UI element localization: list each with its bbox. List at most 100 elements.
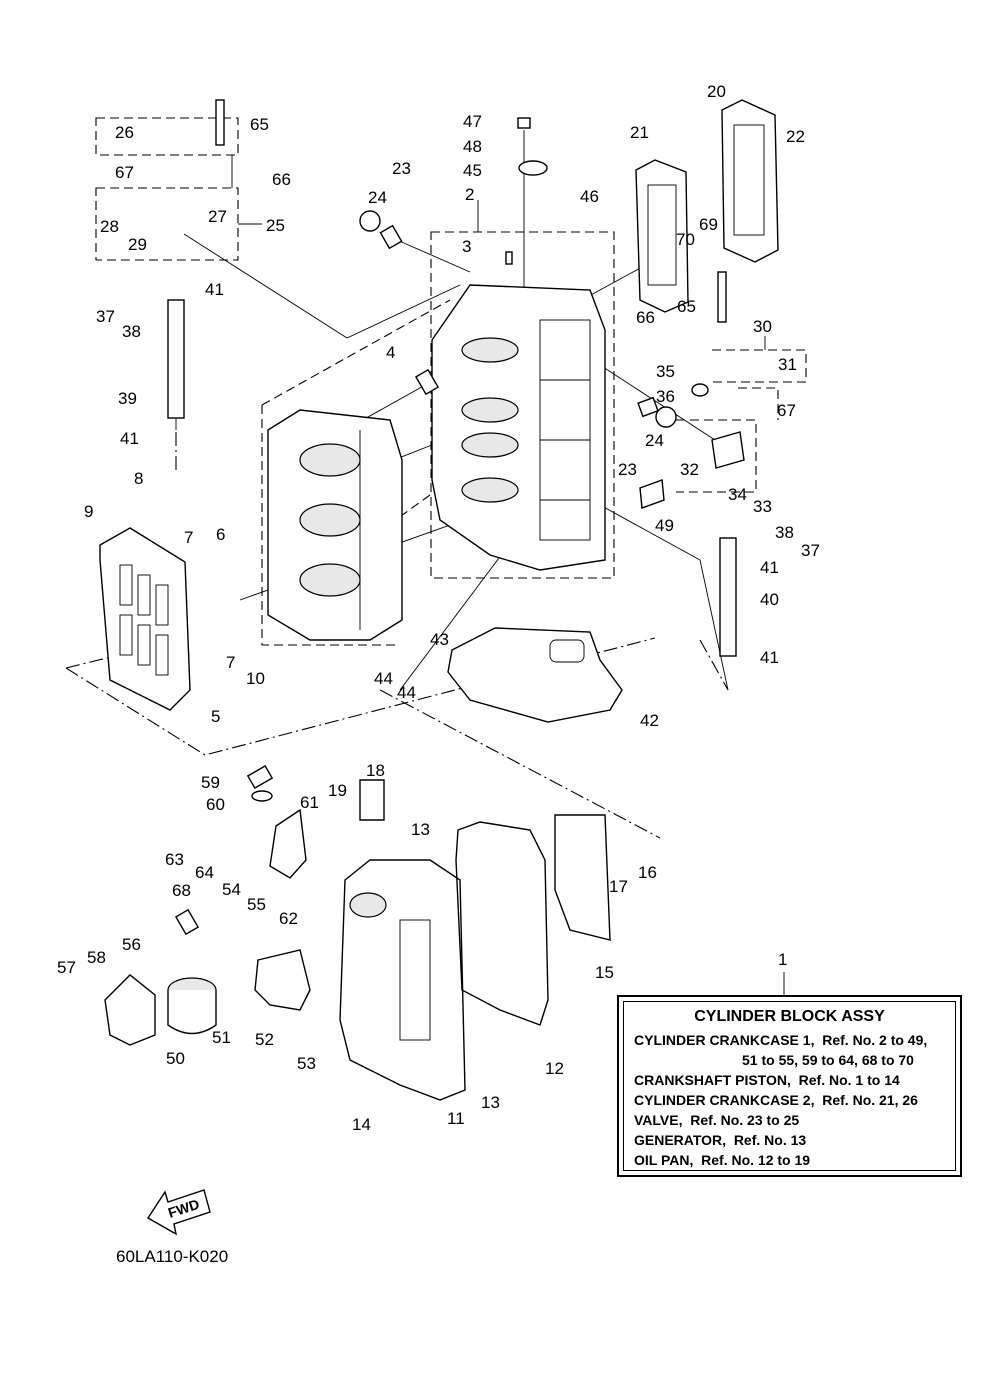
callout-39: 39 <box>118 389 137 408</box>
callout-42: 42 <box>640 711 659 730</box>
callout-2: 2 <box>465 185 474 204</box>
callout-16: 16 <box>638 863 657 882</box>
callout-36: 36 <box>656 387 675 406</box>
drawing-code: 60LA110-K020 <box>116 1247 229 1266</box>
callout-27: 27 <box>208 207 227 226</box>
callout-41-c: 41 <box>760 558 779 577</box>
callout-35: 35 <box>656 362 675 381</box>
callout-32: 32 <box>680 460 699 479</box>
callout-57: 57 <box>57 958 76 977</box>
callout-38-a: 38 <box>122 322 141 341</box>
callout-59: 59 <box>201 773 220 792</box>
callout-45: 45 <box>463 161 482 180</box>
hardware <box>174 99 745 936</box>
legend-line: OIL PAN, Ref. No. 12 to 19 <box>634 1152 811 1168</box>
callout-56: 56 <box>122 935 141 954</box>
callout-11: 11 <box>447 1109 465 1128</box>
callout-7-a: 7 <box>184 528 193 547</box>
callout-26: 26 <box>115 123 134 142</box>
callout-6: 6 <box>216 525 225 544</box>
callout-51: 51 <box>212 1028 231 1047</box>
callout-43: 43 <box>430 630 449 649</box>
callout-50: 50 <box>166 1049 185 1068</box>
callout-1: 1 <box>778 950 787 969</box>
callout-62: 62 <box>279 909 298 928</box>
callout-13-upper: 13 <box>411 820 430 839</box>
callout-66-upper: 66 <box>272 170 291 189</box>
gasket-12 <box>455 821 549 1026</box>
pipes <box>167 299 737 657</box>
callout-21: 21 <box>630 123 649 142</box>
plate-15 <box>554 814 611 941</box>
fwd-arrow: FWD <box>147 1189 211 1236</box>
callout-69: 69 <box>699 215 718 234</box>
callout-37-a: 37 <box>96 307 115 326</box>
callout-66-lower: 66 <box>636 308 655 327</box>
callout-41-d: 41 <box>760 648 779 667</box>
callout-60: 60 <box>206 795 225 814</box>
callout-23-lower: 23 <box>618 460 637 479</box>
callout-8: 8 <box>134 469 143 488</box>
callout-20: 20 <box>707 82 726 101</box>
callout-64: 64 <box>195 863 214 882</box>
exhaust-cover <box>99 527 191 711</box>
callout-34: 34 <box>728 485 747 504</box>
callout-37-b: 37 <box>801 541 820 560</box>
legend-line: CRANKSHAFT PISTON, Ref. No. 1 to 14 <box>634 1072 900 1088</box>
callout-19: 19 <box>328 781 347 800</box>
oil-pan-assembly <box>339 859 466 1101</box>
callout-41-b: 41 <box>120 429 139 448</box>
callout-44-b: 44 <box>397 683 416 702</box>
cylinder-block <box>431 284 606 571</box>
callout-65-lower: 65 <box>677 297 696 316</box>
callout-52: 52 <box>255 1030 274 1049</box>
callout-25: 25 <box>266 216 285 235</box>
callout-18: 18 <box>366 761 385 780</box>
callout-7-b: 7 <box>226 653 235 672</box>
callout-31: 31 <box>778 355 797 374</box>
callout-23-upper: 23 <box>392 159 411 178</box>
callout-47: 47 <box>463 112 482 131</box>
callout-30: 30 <box>753 317 772 336</box>
legend-line: 51 to 55, 59 to 64, 68 to 70 <box>742 1052 914 1068</box>
legend-line: VALVE, Ref. No. 23 to 25 <box>634 1112 800 1128</box>
callout-54: 54 <box>222 880 241 899</box>
callout-67-upper: 67 <box>115 163 134 182</box>
callout-10: 10 <box>246 669 265 688</box>
callout-13-lower: 13 <box>481 1093 500 1112</box>
callout-3: 3 <box>462 237 471 256</box>
callout-55: 55 <box>247 895 266 914</box>
cover-plate-20 <box>721 99 779 263</box>
callout-48: 48 <box>463 137 482 156</box>
callout-40: 40 <box>760 590 779 609</box>
callout-33: 33 <box>753 497 772 516</box>
callout-41-a: 41 <box>205 280 224 299</box>
callout-63: 63 <box>165 850 184 869</box>
callout-29: 29 <box>128 235 147 254</box>
legend-line: GENERATOR, Ref. No. 13 <box>634 1132 807 1148</box>
callout-49: 49 <box>655 516 674 535</box>
cover-plate-21 <box>635 159 689 313</box>
callout-9: 9 <box>84 502 93 521</box>
callout-15: 15 <box>595 963 614 982</box>
legend-line: CYLINDER CRANKCASE 2, Ref. No. 21, 26 <box>634 1092 918 1108</box>
callout-12: 12 <box>545 1059 564 1078</box>
callout-4: 4 <box>386 343 395 362</box>
callout-24-upper: 24 <box>368 188 387 207</box>
callout-17: 17 <box>609 877 628 896</box>
callout-70: 70 <box>676 230 695 249</box>
callout-68: 68 <box>172 881 191 900</box>
oil-filter <box>104 949 311 1046</box>
callout-53: 53 <box>297 1054 316 1073</box>
callout-46: 46 <box>580 187 599 206</box>
callout-44-a: 44 <box>374 669 393 688</box>
callout-28: 28 <box>100 217 119 236</box>
callout-5: 5 <box>211 707 220 726</box>
crankcase-half <box>267 409 403 641</box>
callout-67-lower: 67 <box>777 401 796 420</box>
callout-61: 61 <box>300 793 319 812</box>
legend-title: CYLINDER BLOCK ASSY <box>694 1008 885 1025</box>
legend-inner: CYLINDER BLOCK ASSY CYLINDER CRANKCASE 1… <box>623 1001 956 1171</box>
